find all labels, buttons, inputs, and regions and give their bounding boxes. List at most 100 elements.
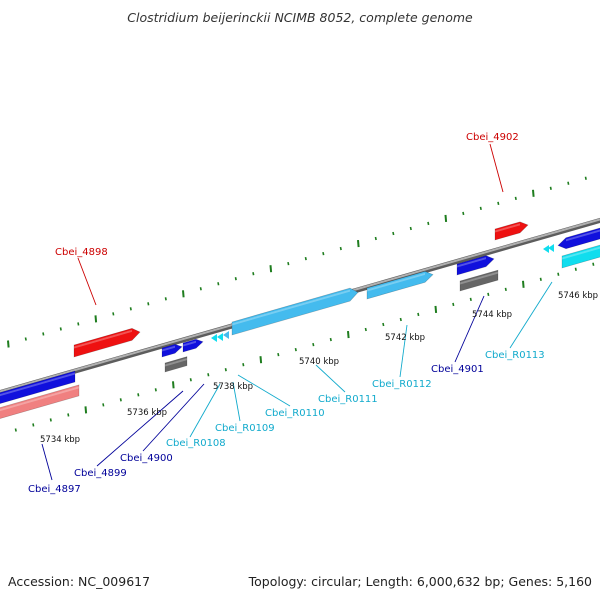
feature-highlight bbox=[495, 223, 520, 233]
feature-label-cbei-r0111[interactable]: Cbei_R0111 bbox=[318, 394, 378, 405]
feature-highlight bbox=[0, 372, 75, 397]
feature-cbei-r0108-mark[interactable] bbox=[211, 334, 217, 342]
upper-tick bbox=[252, 272, 255, 276]
kbp-label-5740: 5740 kbp bbox=[299, 357, 339, 367]
kbp-label-5742: 5742 kbp bbox=[385, 333, 425, 343]
lower-tick bbox=[224, 368, 227, 372]
kbp-label-5734: 5734 kbp bbox=[40, 435, 80, 445]
upper-tick-track bbox=[7, 176, 587, 348]
callout-cbei-4899 bbox=[96, 390, 184, 467]
upper-tick bbox=[514, 196, 517, 201]
feature-cbei-4899[interactable] bbox=[161, 343, 183, 358]
lower-tick bbox=[277, 352, 280, 357]
feature-label-cbei-4900[interactable]: Cbei_4900 bbox=[120, 453, 173, 464]
feature-label-cbei-r0112[interactable]: Cbei_R0112 bbox=[372, 379, 432, 390]
callout-cbei-4898 bbox=[77, 257, 97, 306]
upper-tick bbox=[217, 282, 220, 286]
feature-label-cbei-4898[interactable]: Cbei_4898 bbox=[55, 247, 108, 258]
feature-highlight bbox=[460, 271, 498, 285]
feature-cbei-r0111-mark[interactable] bbox=[223, 331, 229, 339]
lower-tick bbox=[522, 280, 525, 288]
feature-highlight bbox=[162, 345, 175, 352]
kbp-label-5738: 5738 kbp bbox=[213, 382, 253, 392]
upper-tick bbox=[339, 246, 342, 251]
accession-text: Accession: NC_009617 bbox=[8, 574, 150, 589]
lower-tick bbox=[329, 337, 332, 342]
feature-highlight bbox=[367, 272, 425, 292]
feature-label-cbei-r0109[interactable]: Cbei_R0109 bbox=[215, 423, 275, 434]
lower-tick bbox=[259, 356, 263, 364]
upper-tick bbox=[462, 211, 465, 216]
upper-tick bbox=[444, 214, 448, 223]
feature-cbei-r0112[interactable] bbox=[366, 271, 434, 300]
lower-tick bbox=[137, 393, 140, 397]
upper-tick bbox=[129, 307, 132, 311]
feature-cbei-r0113-mark[interactable] bbox=[543, 245, 549, 253]
feature-label-cbei-r0110[interactable]: Cbei_R0110 bbox=[265, 408, 325, 419]
lower-tick bbox=[14, 428, 17, 432]
lower-tick bbox=[469, 297, 472, 302]
upper-tick bbox=[77, 322, 80, 326]
upper-tick bbox=[182, 290, 185, 298]
feature-label-cbei-4901[interactable]: Cbei_4901 bbox=[431, 364, 484, 375]
feature-cbei-4901-gray[interactable] bbox=[459, 269, 499, 292]
upper-tick bbox=[147, 302, 150, 306]
lower-tick bbox=[32, 423, 35, 427]
feature-cbei-r0110[interactable] bbox=[231, 287, 359, 336]
feature-label-cbei-4897[interactable]: Cbei_4897 bbox=[28, 484, 81, 495]
feature-cbei-r0109-mark[interactable] bbox=[217, 333, 223, 341]
upper-tick bbox=[497, 201, 500, 206]
feature-highlight bbox=[457, 257, 486, 268]
feature-cbei-4903[interactable] bbox=[557, 226, 600, 250]
callout-cbei-r0110 bbox=[237, 374, 291, 407]
upper-tick bbox=[94, 315, 98, 323]
feature-cbei-r0113-mark[interactable] bbox=[548, 244, 554, 252]
feature-cbei-4903-cyan[interactable] bbox=[561, 243, 600, 269]
upper-tick bbox=[7, 340, 10, 348]
upper-tick bbox=[24, 337, 27, 341]
lower-tick bbox=[364, 327, 367, 332]
feature-cbei-4897-pink[interactable] bbox=[0, 384, 80, 420]
feature-cbei-4902[interactable] bbox=[494, 221, 529, 241]
kbp-label-5736: 5736 kbp bbox=[127, 408, 167, 418]
feature-label-cbei-4899[interactable]: Cbei_4899 bbox=[74, 468, 127, 479]
upper-tick bbox=[409, 226, 412, 231]
upper-tick bbox=[357, 239, 360, 248]
lower-tick bbox=[207, 373, 210, 377]
kbp-label-5746: 5746 kbp bbox=[558, 291, 598, 301]
upper-tick bbox=[479, 206, 482, 211]
upper-tick bbox=[322, 251, 325, 256]
feature-label-cbei-r0108[interactable]: Cbei_R0108 bbox=[166, 438, 226, 449]
feature-label-cbei-r0113[interactable]: Cbei_R0113 bbox=[485, 350, 545, 361]
lower-tick bbox=[557, 272, 560, 276]
upper-tick bbox=[567, 181, 570, 185]
lower-tick bbox=[102, 403, 105, 407]
lower-tick bbox=[539, 277, 542, 281]
feature-label-cbei-4902[interactable]: Cbei_4902 bbox=[466, 132, 519, 143]
callout-cbei-4902 bbox=[489, 143, 504, 193]
lower-tick bbox=[487, 292, 490, 297]
upper-tick bbox=[164, 297, 167, 301]
lower-tick bbox=[84, 406, 88, 414]
feature-cbei-4900[interactable] bbox=[182, 338, 204, 353]
callout-cbei-r0113 bbox=[509, 281, 553, 349]
callout-cbei-4900 bbox=[142, 383, 205, 452]
lower-tick bbox=[242, 363, 245, 367]
upper-tick bbox=[532, 189, 535, 197]
feature-cbei-4901[interactable] bbox=[456, 255, 495, 276]
lower-tick bbox=[172, 381, 175, 389]
feature-cbei-4899-gray[interactable] bbox=[164, 356, 188, 373]
lower-tick bbox=[67, 413, 70, 417]
lower-tick bbox=[312, 342, 315, 347]
lower-tick-track bbox=[14, 262, 595, 432]
feature-cbei-4897[interactable] bbox=[0, 370, 76, 405]
upper-tick bbox=[427, 221, 430, 226]
feature-cbei-4898[interactable] bbox=[73, 328, 141, 358]
upper-tick bbox=[392, 231, 395, 236]
callout-cbei-r0112 bbox=[399, 324, 408, 378]
lower-tick bbox=[504, 287, 507, 292]
callout-cbei-r0109 bbox=[232, 381, 241, 422]
lower-tick bbox=[417, 312, 420, 317]
feature-highlight bbox=[232, 289, 350, 326]
callout-cbei-4901 bbox=[454, 295, 485, 363]
